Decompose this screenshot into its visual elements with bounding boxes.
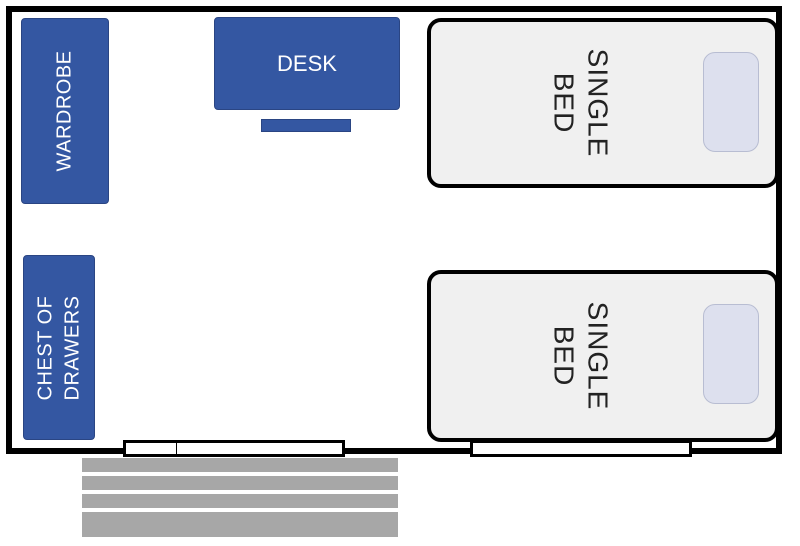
entry-step xyxy=(82,512,398,537)
desk-chair xyxy=(261,119,351,132)
bed-top-label-line2: BED xyxy=(548,72,580,134)
window-opening xyxy=(470,440,692,457)
bed-top-label-line1: SINGLE xyxy=(582,48,614,158)
desk: DESK xyxy=(214,17,400,110)
bed-bottom-label-line1: SINGLE xyxy=(582,301,614,411)
pillow xyxy=(703,52,759,152)
chest-label-line2: DRAWERS xyxy=(61,295,84,400)
single-bed-top: SINGLE BED xyxy=(427,18,779,188)
chest-label-line1: CHEST OF xyxy=(34,295,57,400)
pillow xyxy=(703,304,759,404)
chest-of-drawers: CHEST OF DRAWERS xyxy=(23,255,95,440)
door-divider xyxy=(176,443,177,454)
entry-step xyxy=(82,494,398,510)
chest-of-drawers-label: CHEST OF DRAWERS xyxy=(32,295,86,400)
bed-top-label: SINGLE BED xyxy=(526,22,635,184)
desk-label: DESK xyxy=(277,50,337,76)
wardrobe-label: WARDROBE xyxy=(54,50,77,172)
single-bed-bottom: SINGLE BED xyxy=(427,270,779,442)
entrance-door xyxy=(123,440,345,457)
bed-bottom-label-line2: BED xyxy=(548,325,580,387)
entry-step xyxy=(82,458,398,474)
entry-step xyxy=(82,476,398,492)
bed-bottom-label: SINGLE BED xyxy=(526,274,635,438)
wardrobe: WARDROBE xyxy=(21,18,109,204)
